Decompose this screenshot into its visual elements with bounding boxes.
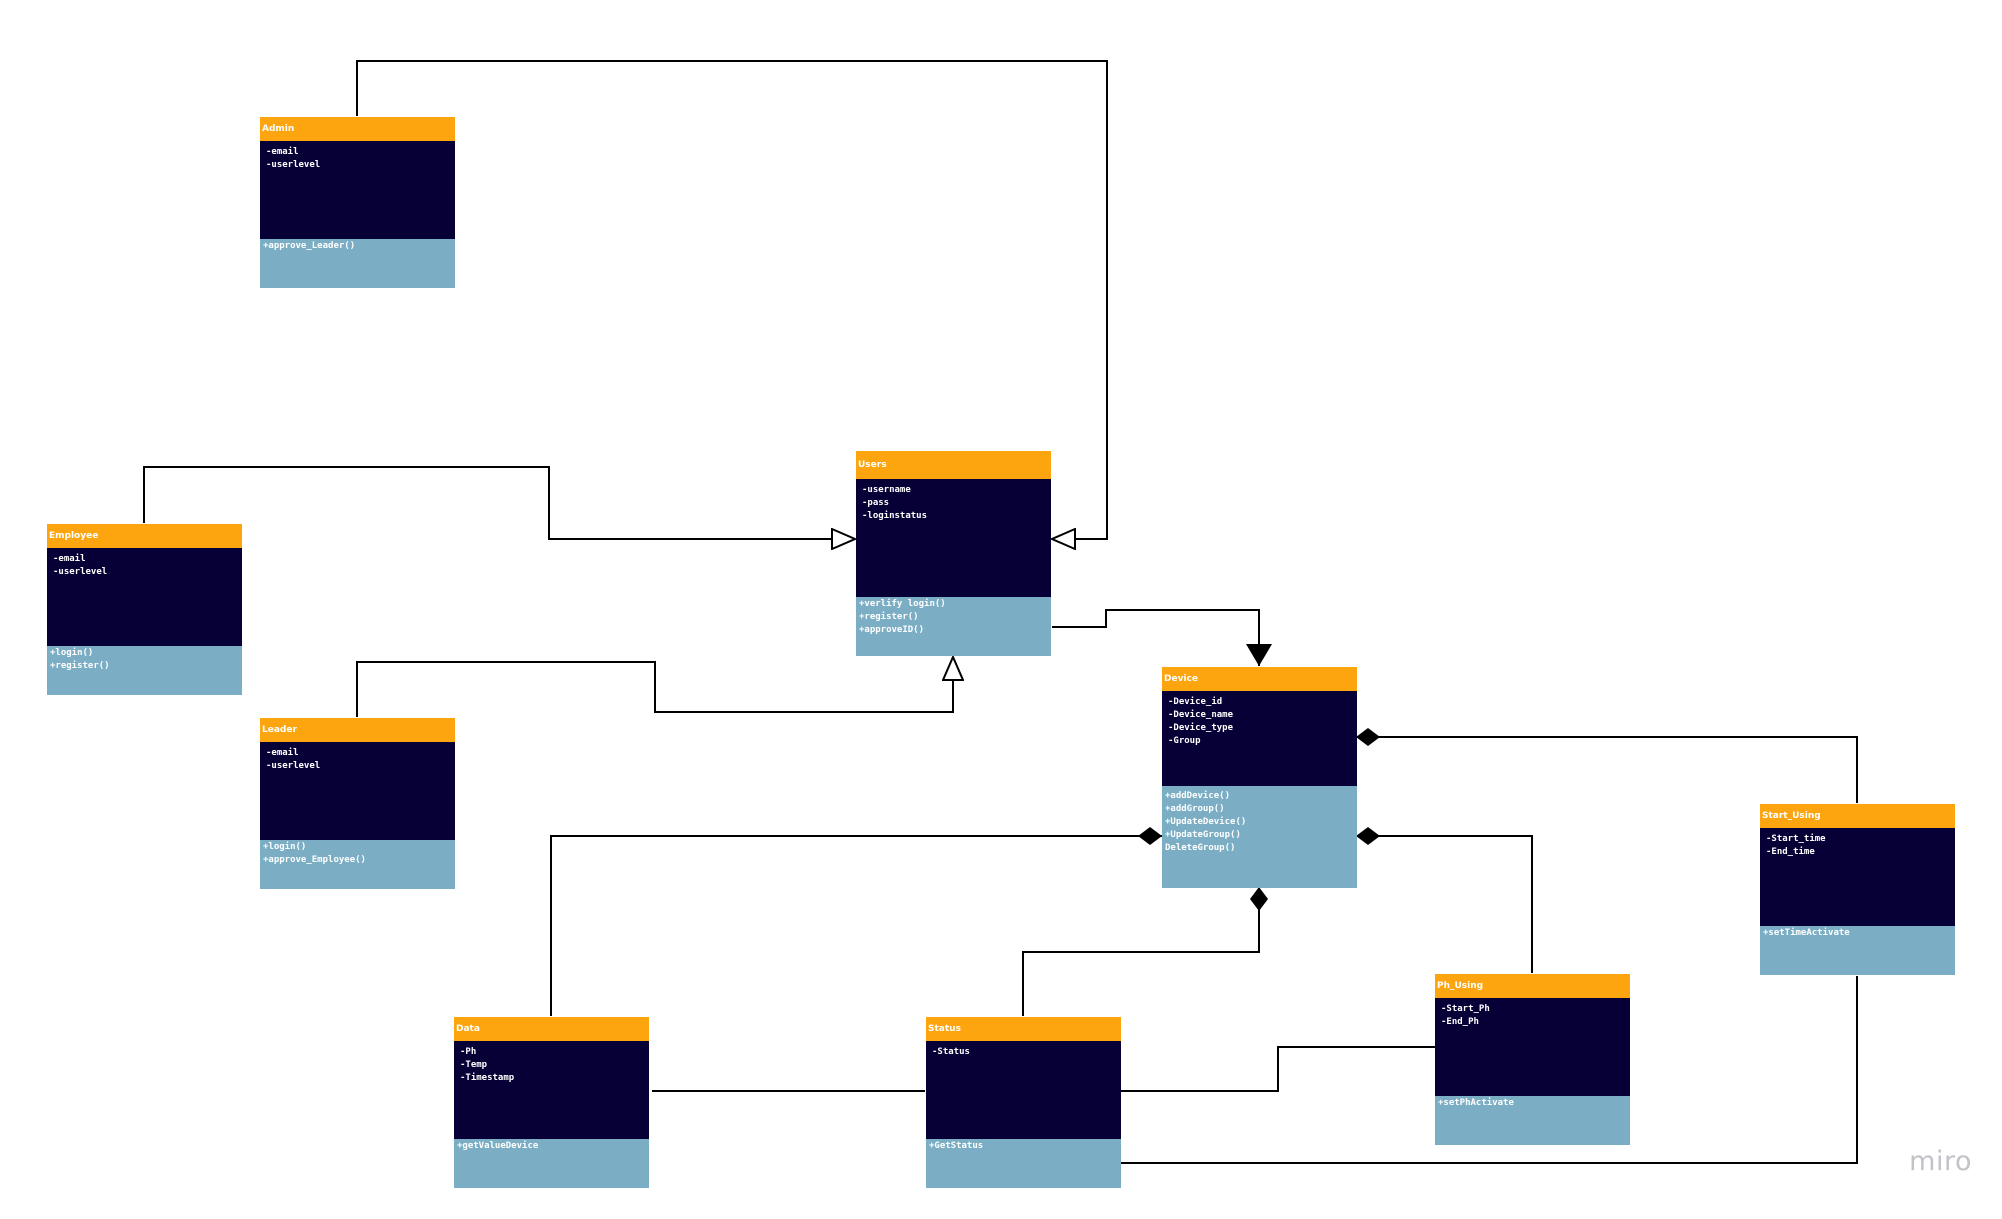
operation: +UpdateGroup()	[1165, 830, 1241, 840]
operation: +verlify login()	[859, 599, 946, 609]
operation: +getValueDevice	[457, 1141, 539, 1151]
attribute: -Group	[1168, 736, 1201, 746]
class-users-name: Users	[856, 451, 1051, 479]
attribute: -Ph	[460, 1047, 477, 1057]
attribute: -Status	[932, 1047, 970, 1057]
attribute: -email	[266, 748, 299, 758]
edge-admin-users	[356, 60, 1108, 539]
attribute: -userlevel	[53, 567, 108, 577]
class-employee-name: Employee	[47, 524, 242, 548]
attribute: -userlevel	[266, 160, 321, 170]
class-ph-using-name: Ph_Using	[1435, 974, 1630, 998]
attribute: -Start_time	[1766, 834, 1826, 844]
class-leader-operations: +login() +approve_Employee()	[260, 840, 455, 889]
class-ph-using[interactable]: Ph_Using -Start_Ph -End_Ph +setPhActivat…	[1435, 974, 1630, 1145]
attribute: -End_Ph	[1441, 1017, 1479, 1027]
class-users[interactable]: Users -username -pass -loginstatus +verl…	[856, 451, 1051, 656]
class-data-attributes: -Ph -Temp -Timestamp	[454, 1041, 649, 1139]
class-data-name: Data	[454, 1017, 649, 1041]
operation: +setPhActivate	[1438, 1098, 1514, 1108]
class-ph-using-attributes: -Start_Ph -End_Ph	[1435, 998, 1630, 1096]
attribute: -Device_name	[1168, 710, 1234, 720]
edge-users-device	[1052, 609, 1272, 666]
attribute: -pass	[862, 498, 890, 508]
class-users-attributes: -username -pass -loginstatus	[856, 479, 1051, 597]
class-status-name: Status	[926, 1017, 1121, 1041]
class-employee-attributes: -email -userlevel	[47, 548, 242, 646]
operation: +UpdateDevice()	[1165, 817, 1247, 827]
class-data[interactable]: Data -Ph -Temp -Timestamp +getValueDevic…	[454, 1017, 649, 1188]
class-device-name: Device	[1162, 667, 1357, 691]
class-users-operations: +verlify login() +register() +approveID(…	[856, 597, 1051, 656]
edge-startusing-device	[1356, 728, 1858, 803]
attribute: -Start_Ph	[1441, 1004, 1490, 1014]
attribute: -loginstatus	[862, 511, 928, 521]
edge-employee-users	[143, 466, 855, 539]
class-admin-attributes: -email -userlevel	[260, 141, 455, 239]
class-leader[interactable]: Leader -email -userlevel +login() +appro…	[260, 718, 455, 889]
operation: +login()	[50, 648, 94, 658]
edge-phusing-device	[1356, 827, 1533, 973]
operation: +approveID()	[859, 625, 925, 635]
attribute: -Temp	[460, 1060, 488, 1070]
attribute: -email	[266, 147, 299, 157]
operation: +login()	[263, 842, 307, 852]
edge-status-startusing	[1121, 976, 1858, 1164]
attribute: -Device_id	[1168, 697, 1223, 707]
class-employee-operations: +login() +register()	[47, 646, 242, 695]
attribute: -userlevel	[266, 761, 321, 771]
class-start-using[interactable]: Start_Using -Start_time -End_time +setTi…	[1760, 804, 1955, 975]
operation: +approve_Employee()	[263, 855, 366, 865]
attribute: -End_time	[1766, 847, 1815, 857]
attribute: -Timestamp	[460, 1073, 515, 1083]
operation: +setTimeActivate	[1763, 928, 1850, 938]
operation: +approve_Leader()	[263, 241, 356, 251]
operation: +register()	[50, 661, 110, 671]
operation: +GetStatus	[929, 1141, 984, 1151]
class-leader-attributes: -email -userlevel	[260, 742, 455, 840]
class-device-operations: +addDevice() +addGroup() +UpdateDevice()…	[1162, 786, 1357, 888]
class-ph-using-operations: +setPhActivate	[1435, 1096, 1630, 1145]
edge-status-phusing	[1121, 1046, 1435, 1092]
class-status[interactable]: Status -Status +GetStatus	[926, 1017, 1121, 1188]
class-status-operations: +GetStatus	[926, 1139, 1121, 1188]
attribute: -username	[862, 485, 911, 495]
class-device-attributes: -Device_id -Device_name -Device_type -Gr…	[1162, 691, 1357, 786]
class-data-operations: +getValueDevice	[454, 1139, 649, 1188]
class-admin-name: Admin	[260, 117, 455, 141]
operation: DeleteGroup()	[1165, 843, 1236, 853]
edge-data-device	[550, 827, 1162, 1016]
class-employee[interactable]: Employee -email -userlevel +login() +reg…	[47, 524, 242, 695]
class-start-using-name: Start_Using	[1760, 804, 1955, 828]
attribute: -Device_type	[1168, 723, 1234, 733]
attribute: -email	[53, 554, 86, 564]
class-start-using-operations: +setTimeActivate	[1760, 926, 1955, 975]
class-admin[interactable]: Admin -email -userlevel +approve_Leader(…	[260, 117, 455, 288]
edge-status-device	[1022, 887, 1268, 1016]
edge-leader-users	[356, 657, 953, 717]
operation: +addDevice()	[1165, 791, 1231, 801]
miro-watermark: miro	[1909, 1146, 1972, 1177]
operation: +register()	[859, 612, 919, 622]
class-admin-operations: +approve_Leader()	[260, 239, 455, 288]
class-device[interactable]: Device -Device_id -Device_name -Device_t…	[1162, 667, 1357, 888]
class-status-attributes: -Status	[926, 1041, 1121, 1139]
operation: +addGroup()	[1165, 804, 1225, 814]
class-start-using-attributes: -Start_time -End_time	[1760, 828, 1955, 926]
class-leader-name: Leader	[260, 718, 455, 742]
